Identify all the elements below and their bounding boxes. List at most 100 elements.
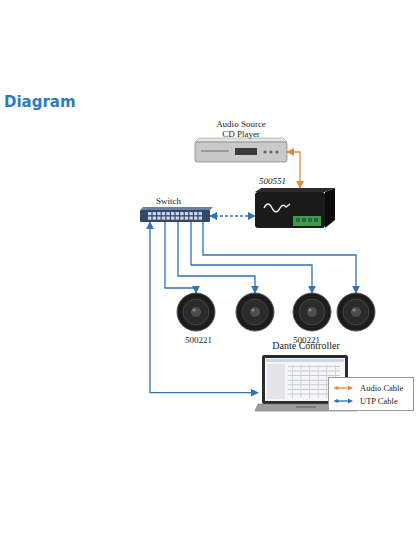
grid-line — [309, 365, 311, 398]
window-bar — [266, 359, 344, 362]
device-illustration — [337, 293, 375, 331]
utp-cable — [210, 215, 255, 216]
logo-mark — [264, 204, 290, 212]
port — [189, 212, 192, 215]
legend-row: Audio Cable — [333, 381, 409, 394]
legend-text: Audio Cable — [360, 383, 403, 393]
speaker-cone — [343, 299, 369, 325]
device-label: Switch — [156, 196, 181, 206]
diagram-title: Diagram — [4, 93, 76, 111]
port — [148, 212, 151, 215]
speaker-dome — [351, 307, 361, 317]
device-top — [140, 207, 213, 210]
device-illustration — [177, 293, 215, 331]
device-illustration — [195, 142, 287, 162]
utp-cable — [178, 222, 255, 293]
port — [166, 212, 169, 215]
port — [199, 212, 202, 215]
port — [171, 217, 174, 220]
legend-sample — [333, 384, 355, 392]
legend-arrow — [348, 385, 353, 390]
port — [176, 217, 179, 220]
grid-line — [288, 370, 340, 372]
ceiling-speaker: 500221 — [177, 293, 215, 331]
network-switch: Switch — [140, 210, 210, 222]
terminal-screw — [302, 218, 306, 222]
disc-tray — [201, 150, 229, 152]
highlight — [309, 309, 312, 312]
legend-text: UTP Cable — [360, 396, 398, 406]
speaker-dome — [307, 307, 317, 317]
speaker-cone — [242, 299, 268, 325]
speaker-cone — [299, 299, 325, 325]
port — [199, 217, 202, 220]
port — [176, 212, 179, 215]
device-label: 500551 — [259, 176, 286, 186]
speaker-rim — [293, 293, 331, 331]
terminal-block — [293, 216, 321, 226]
device-top — [255, 188, 335, 192]
audio-interface: 500551 — [255, 188, 335, 230]
terminal-screw — [308, 218, 312, 222]
port — [171, 212, 174, 215]
legend-dot — [335, 386, 339, 390]
port — [185, 212, 188, 215]
button — [269, 150, 272, 153]
speaker-rim — [236, 293, 274, 331]
port — [194, 212, 197, 215]
legend-box: Audio CableUTP Cable — [328, 377, 414, 411]
cd-player: Audio Source CD Player — [195, 142, 287, 162]
port — [157, 212, 160, 215]
port — [180, 217, 183, 220]
legend-dot — [335, 399, 339, 403]
device-label: Dante Controller — [272, 341, 339, 351]
port — [157, 217, 160, 220]
device-body — [255, 192, 325, 228]
ceiling-speaker — [337, 293, 375, 331]
grid-line — [292, 365, 294, 398]
device-illustration — [255, 188, 335, 230]
utp-cable — [203, 222, 356, 293]
highlight — [252, 309, 255, 312]
grid-line — [288, 366, 340, 368]
legend-row: UTP Cable — [333, 394, 409, 407]
device-side — [325, 188, 335, 228]
speaker-cone — [183, 299, 209, 325]
device-label: Audio Source CD Player — [210, 119, 272, 139]
device-illustration — [293, 293, 331, 331]
port — [185, 217, 188, 220]
grid-line — [300, 365, 302, 398]
port — [162, 212, 165, 215]
trackpad-notch — [296, 406, 316, 408]
legend-arrow — [348, 398, 353, 403]
speaker-dome — [191, 307, 201, 317]
port — [153, 212, 156, 215]
ceiling-speaker: 500221 — [293, 293, 331, 331]
button — [275, 150, 278, 153]
display — [235, 148, 257, 155]
port — [153, 217, 156, 220]
device-front — [140, 210, 210, 222]
speaker-dome — [250, 307, 260, 317]
port — [148, 217, 151, 220]
port — [180, 212, 183, 215]
device-label: 500221 — [185, 335, 212, 345]
device-illustration — [140, 210, 210, 222]
port — [189, 217, 192, 220]
legend-sample — [333, 397, 355, 405]
device-front — [195, 142, 287, 162]
port — [162, 217, 165, 220]
utp-cable — [191, 222, 312, 293]
button — [263, 150, 266, 153]
highlight — [193, 309, 196, 312]
grid-line — [317, 365, 319, 398]
window-pane — [267, 364, 285, 399]
port — [194, 217, 197, 220]
ceiling-speaker — [236, 293, 274, 331]
terminal-screw — [296, 218, 300, 222]
port — [166, 217, 169, 220]
terminal-screw — [314, 218, 318, 222]
speaker-rim — [177, 293, 215, 331]
